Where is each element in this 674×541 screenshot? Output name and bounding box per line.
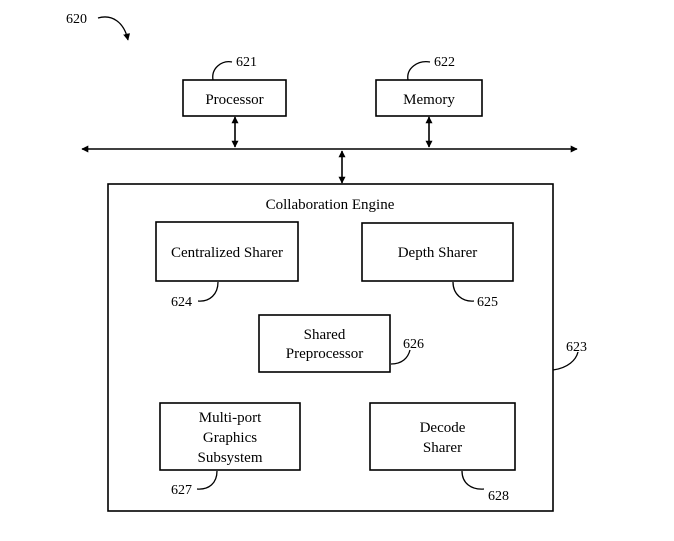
decode-sharer-line-1: Decode bbox=[420, 420, 466, 436]
processor-label: Processor bbox=[205, 92, 263, 108]
graphics-subsystem-line-1: Multi-port bbox=[199, 410, 262, 426]
graphics-subsystem-box bbox=[159, 402, 301, 471]
collaboration-engine-leader bbox=[552, 351, 579, 371]
collaboration-engine-box bbox=[107, 183, 554, 512]
shared-preprocessor-leader bbox=[390, 349, 411, 365]
collaboration-engine-title: Collaboration Engine bbox=[266, 197, 395, 213]
graphics-subsystem-ref: 627 bbox=[171, 483, 192, 498]
shared-preprocessor-line-1: Shared bbox=[304, 327, 346, 343]
processor-box bbox=[182, 79, 287, 117]
depth-sharer-box bbox=[361, 222, 514, 282]
graphics-subsystem-leader bbox=[196, 470, 218, 490]
processor-ref: 621 bbox=[236, 55, 257, 70]
decode-sharer-box bbox=[369, 402, 516, 471]
centralized-sharer-ref: 624 bbox=[171, 295, 192, 310]
collaboration-engine-ref: 623 bbox=[566, 340, 587, 355]
centralized-sharer-label: Centralized Sharer bbox=[171, 245, 283, 261]
processor-leader bbox=[212, 61, 233, 81]
shared-preprocessor-ref: 626 bbox=[403, 337, 424, 352]
shared-preprocessor-line-2: Preprocessor bbox=[286, 346, 363, 362]
centralized-sharer-leader bbox=[197, 281, 219, 302]
depth-sharer-leader bbox=[452, 281, 475, 302]
figure-ref-label: 620 bbox=[66, 12, 87, 27]
memory-label: Memory bbox=[403, 92, 455, 108]
graphics-subsystem-line-2: Graphics bbox=[203, 430, 257, 446]
figure-ref-arrow bbox=[97, 16, 131, 41]
memory-box bbox=[375, 79, 483, 117]
graphics-subsystem-line-3: Subsystem bbox=[197, 450, 262, 466]
memory-ref: 622 bbox=[434, 55, 455, 70]
decode-sharer-leader bbox=[461, 470, 485, 490]
decode-sharer-ref: 628 bbox=[488, 489, 509, 504]
centralized-sharer-box bbox=[155, 221, 299, 282]
memory-leader bbox=[407, 61, 431, 81]
decode-sharer-line-2: Sharer bbox=[423, 440, 462, 456]
depth-sharer-label: Depth Sharer bbox=[398, 245, 478, 261]
depth-sharer-ref: 625 bbox=[477, 295, 498, 310]
shared-preprocessor-box bbox=[258, 314, 391, 373]
